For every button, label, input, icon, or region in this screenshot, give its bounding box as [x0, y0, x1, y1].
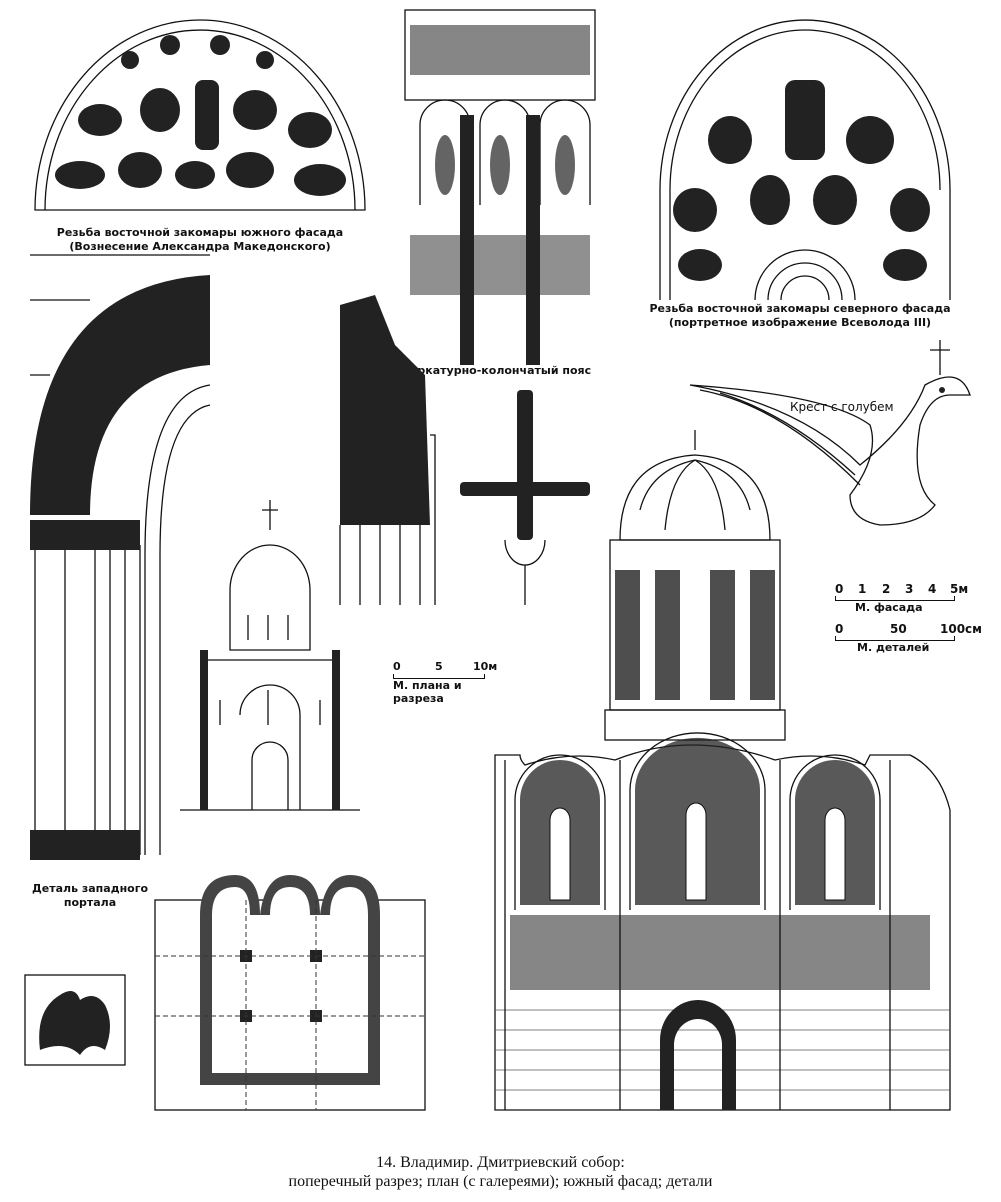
scale-tick: 5 [435, 660, 443, 673]
dove-cross-drawing [689, 340, 971, 526]
scale-label: М. плана и разреза [393, 679, 462, 705]
scale-tick: 10м [473, 660, 498, 673]
cross-drawing [460, 390, 590, 605]
figure-caption-title: 14. Владимир. Дмитриевский собор: [376, 1154, 625, 1171]
south-facade-drawing [494, 430, 951, 1111]
bird-relief-drawing [24, 974, 126, 1066]
figure-caption-subtitle: поперечный разрез; план (с галереями); ю… [288, 1173, 713, 1190]
west-portal-caption: Деталь западного портала [15, 882, 165, 910]
scale-tick: 0 [393, 660, 401, 673]
scale-label: М. фасада [855, 601, 923, 614]
north-zakomara-carving [659, 19, 951, 301]
scale-tick: 0 [835, 582, 844, 596]
facade-scale: 0 1 2 3 4 5м М. фасада [835, 582, 985, 614]
caption-line: (Вознесение Александра Македонского) [69, 240, 331, 253]
scale-tick: 50 [890, 622, 907, 636]
south-zakomara-caption: Резьба восточной закомары южного фасада … [30, 226, 370, 254]
plan-drawing [154, 875, 426, 1111]
cross-section-drawing [180, 500, 360, 811]
scale-tick: 4 [928, 582, 937, 596]
south-zakomara-carving [34, 19, 366, 211]
scale-tick: 100см [940, 622, 982, 636]
scale-label: М. деталей [857, 641, 930, 654]
caption-line: Резьба восточной закомары южного фасада [56, 226, 344, 239]
scale-tick: 2 [882, 582, 891, 596]
caption-line: Резьба восточной закомары северного фаса… [649, 302, 951, 315]
north-zakomara-caption: Резьба восточной закомары северного фаса… [615, 302, 985, 330]
scale-tick: 0 [835, 622, 844, 636]
scale-tick: 5м [950, 582, 969, 596]
caption-line: (портретное изображение Всеволода III) [668, 316, 932, 329]
portal-side-drawing [339, 295, 436, 605]
arcade-belt-drawing [404, 9, 596, 365]
details-scale: 0 50 100см М. деталей [835, 622, 985, 654]
arcade-belt-caption: Аркатурно-колончатый пояс [408, 364, 592, 377]
caption-line: портала [63, 896, 117, 909]
plan-scale: 0 5 10м М. плана и разреза [393, 660, 503, 705]
west-portal-drawing [30, 254, 211, 860]
dove-cross-caption: Крест с голубем [790, 400, 894, 414]
scale-tick: 1 [858, 582, 867, 596]
caption-line: Деталь западного [31, 882, 149, 895]
scale-tick: 3 [905, 582, 914, 596]
